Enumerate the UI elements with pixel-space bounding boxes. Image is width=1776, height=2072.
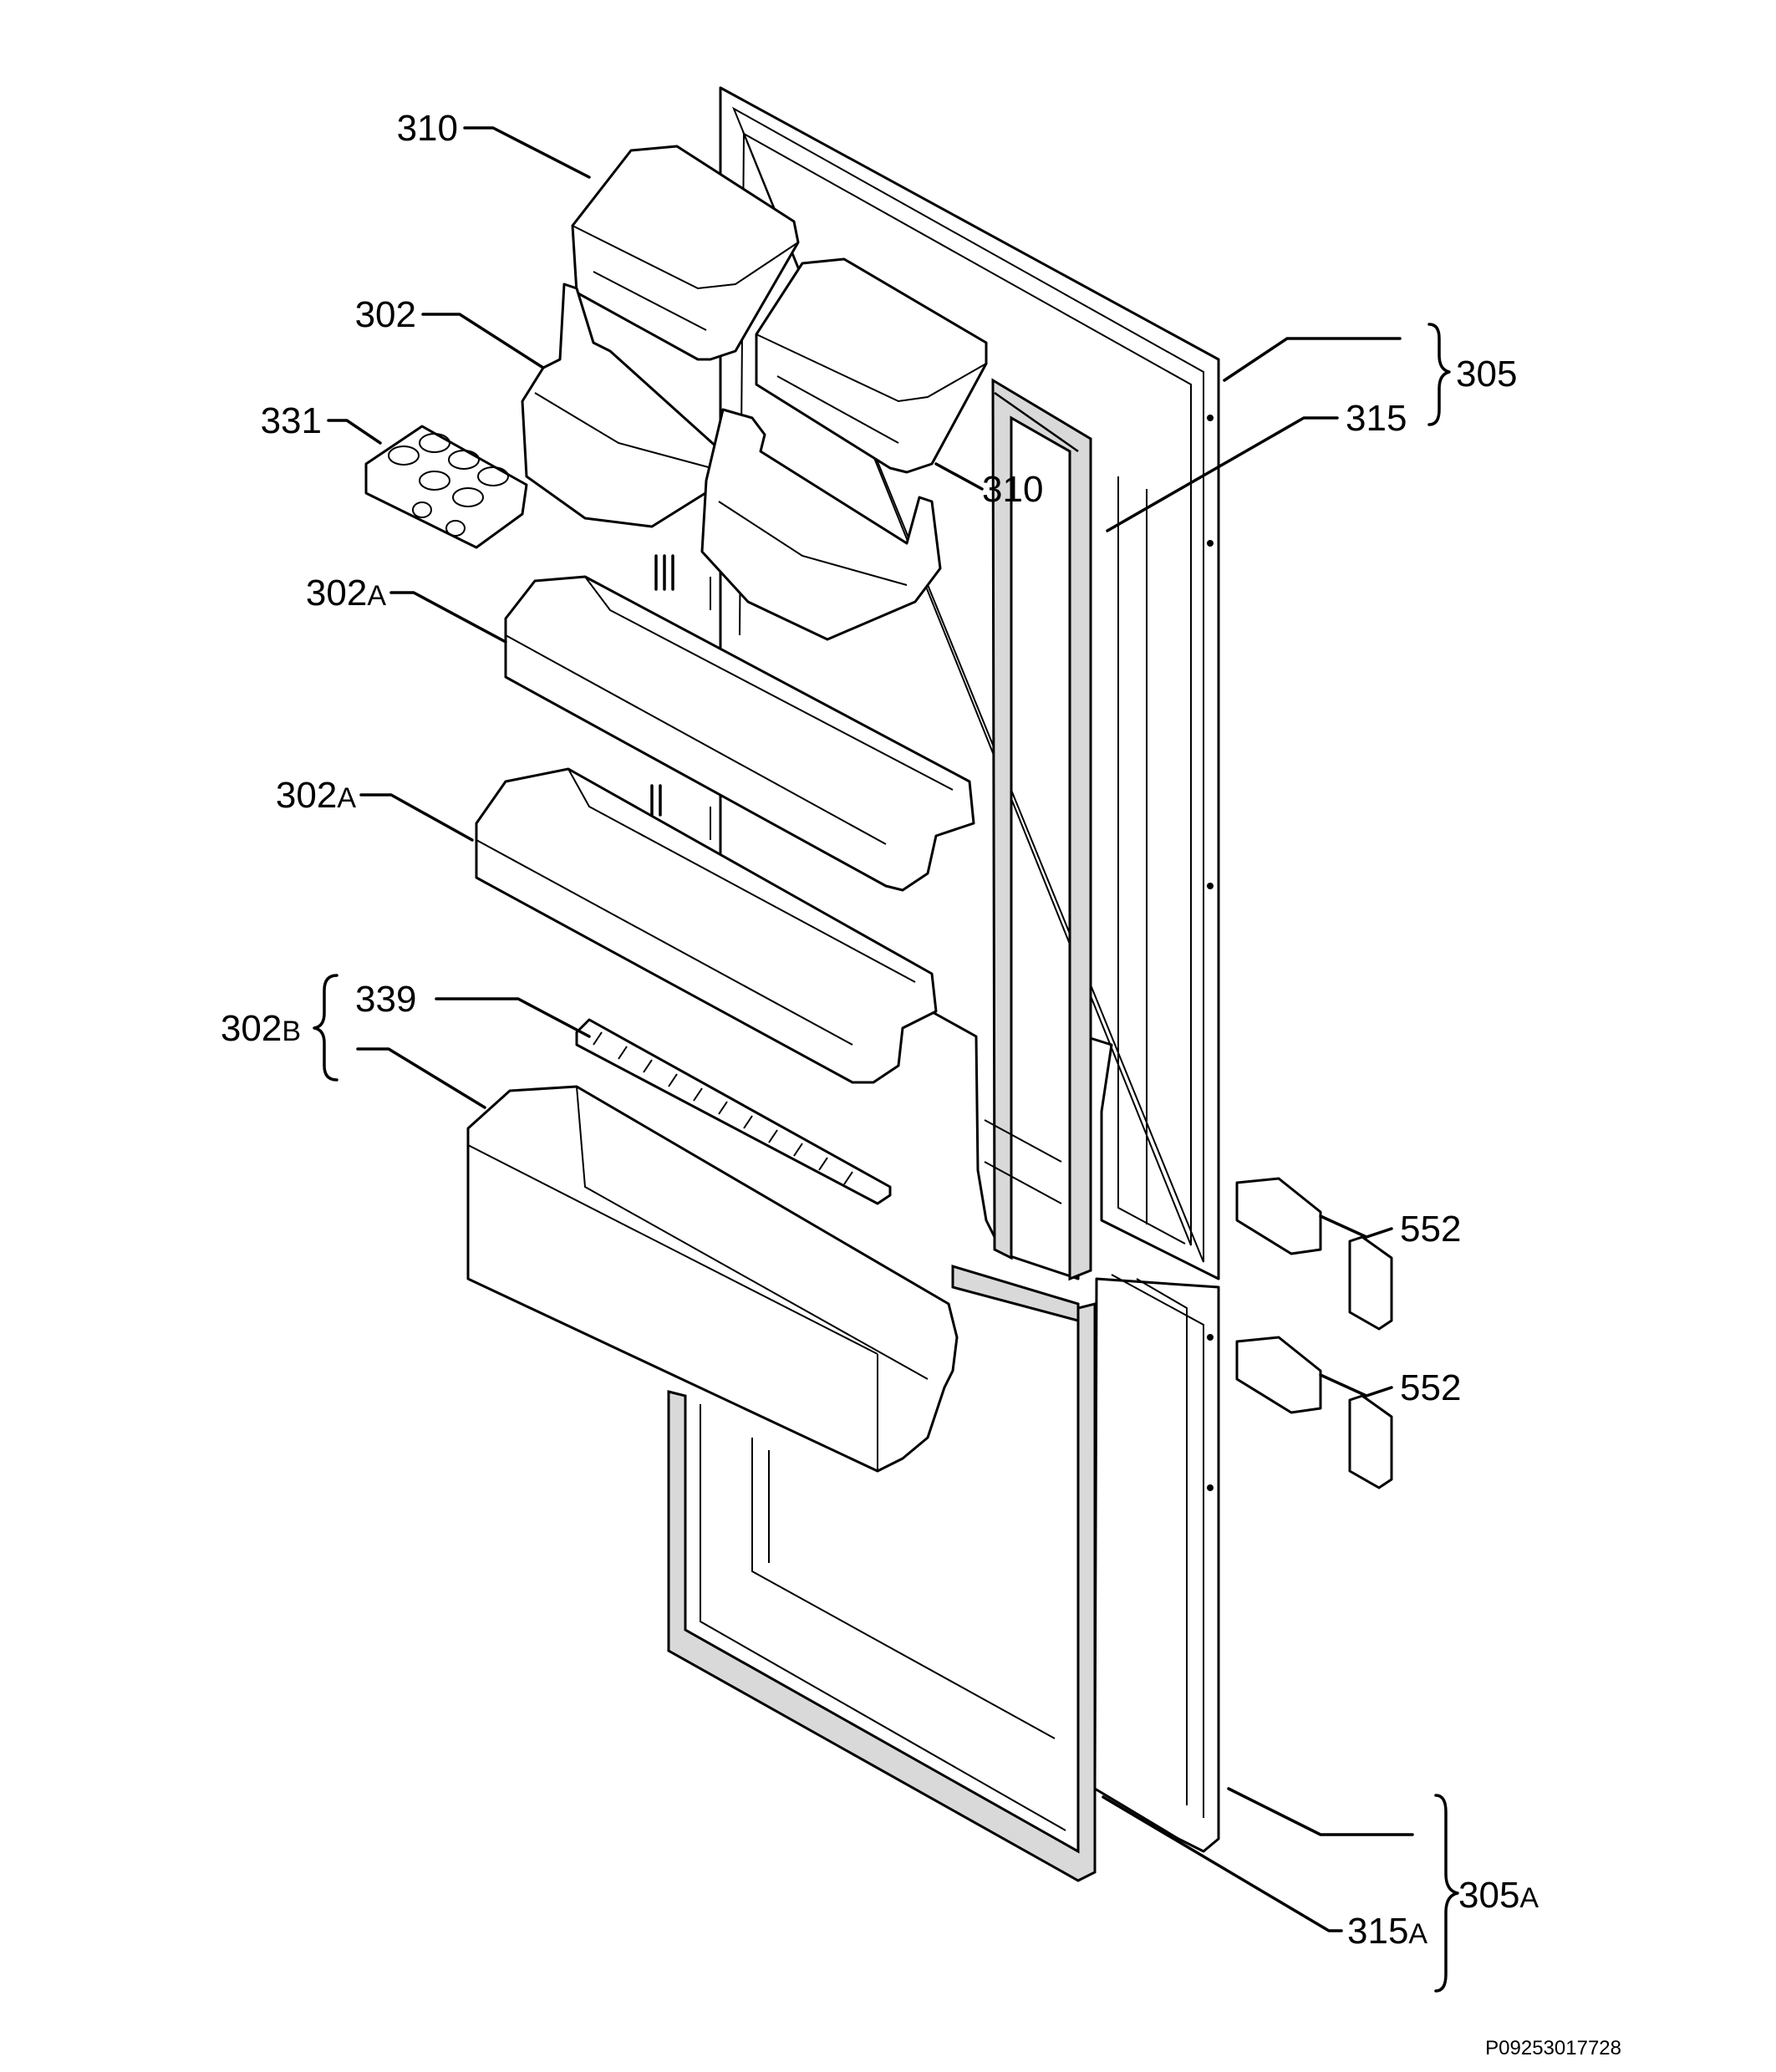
callout-310-top: 310 bbox=[397, 108, 458, 149]
callout-labels: 310 302 331 310 302A 302A 302B 339 305 3… bbox=[221, 108, 1539, 1952]
small-door-shelves bbox=[521, 283, 942, 641]
callout-305a: 305A bbox=[1458, 1875, 1539, 1916]
door-shelf-1 bbox=[504, 554, 975, 892]
document-id: P09253017728 bbox=[1485, 2037, 1621, 2059]
leader-lines bbox=[327, 126, 1414, 1932]
bottle-shelf bbox=[466, 1085, 959, 1473]
callout-305: 305 bbox=[1456, 354, 1517, 395]
egg-holder bbox=[364, 425, 528, 549]
hinge-covers bbox=[1235, 1177, 1393, 1489]
callout-302a-second: 302A bbox=[276, 775, 356, 816]
bottle-retainer bbox=[575, 1018, 892, 1205]
door-shelf-2 bbox=[475, 767, 938, 1084]
callout-331: 331 bbox=[261, 400, 322, 441]
callout-302b: 302B bbox=[221, 1008, 301, 1049]
callout-315: 315 bbox=[1346, 398, 1407, 439]
dairy-compartment-lids bbox=[571, 145, 988, 474]
group-braces bbox=[313, 323, 1459, 1993]
upper-door bbox=[719, 86, 1220, 1281]
callout-339: 339 bbox=[355, 979, 416, 1020]
callout-310-right: 310 bbox=[982, 469, 1043, 510]
callout-552-lower: 552 bbox=[1400, 1367, 1461, 1408]
callout-552-upper: 552 bbox=[1400, 1209, 1461, 1250]
callout-302a-first: 302A bbox=[306, 573, 386, 613]
lower-door bbox=[667, 1264, 1220, 1882]
callout-315a: 315A bbox=[1347, 1911, 1427, 1952]
callout-302: 302 bbox=[355, 294, 416, 335]
